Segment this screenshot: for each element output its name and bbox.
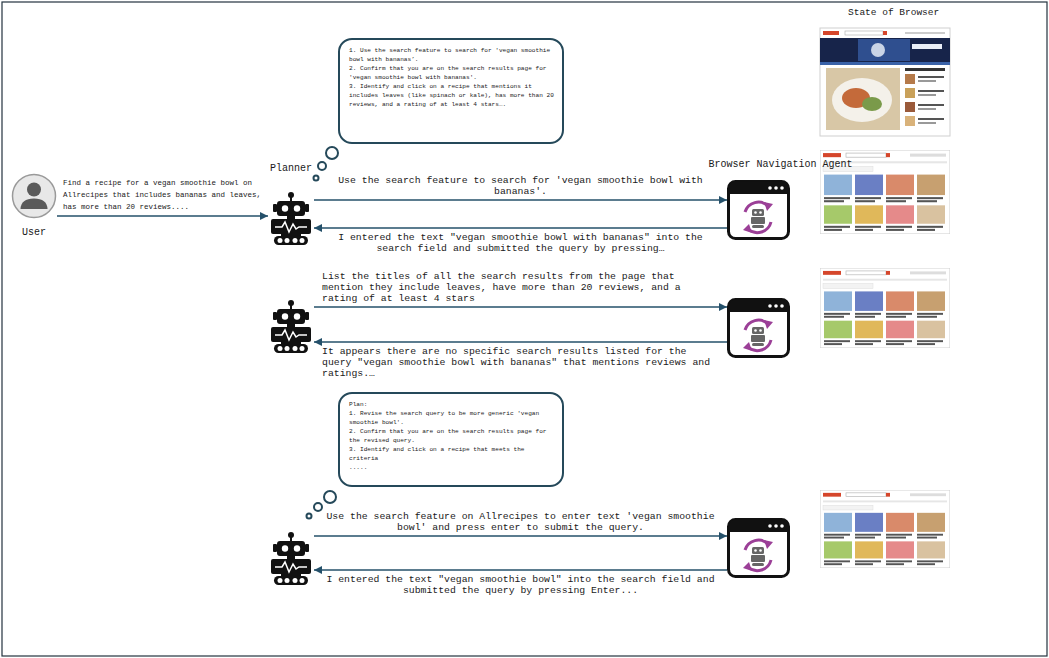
agent-symbol xyxy=(727,298,790,358)
message-arrow xyxy=(57,215,268,217)
plan-step: 1. Revise the search query to be more ge… xyxy=(349,409,555,427)
plan-step: ..... xyxy=(349,463,555,472)
robot-symbol xyxy=(268,299,314,353)
section-label: State of Browser xyxy=(848,7,939,19)
agent-icon: Browser Navigation Agent xyxy=(727,180,790,240)
agent-icon xyxy=(727,298,790,358)
message-label: Use the search feature to search for 've… xyxy=(322,175,719,197)
robot-icon xyxy=(268,299,314,353)
plan-step: 2. Confirm that you are on the search re… xyxy=(349,64,555,82)
message-label: List the titles of all the search result… xyxy=(322,271,719,304)
message-label: Use the search feature on Allrecipes to … xyxy=(322,511,719,533)
plan-step: Plan: xyxy=(349,400,555,409)
robot-icon: Planner xyxy=(268,191,314,245)
plan-step: 2. Confirm that you are on the search re… xyxy=(349,427,555,445)
agent-symbol xyxy=(727,180,790,240)
agent-icon xyxy=(727,518,790,578)
user-icon: User xyxy=(11,173,57,219)
plan-step: 1. Use the search feature to search for … xyxy=(349,46,555,64)
message-arrow xyxy=(314,306,727,308)
message-arrow xyxy=(314,535,727,537)
message-arrow xyxy=(314,341,727,343)
message-label: I entered the text "vegan smoothie bowl … xyxy=(322,232,719,254)
node-label: Planner xyxy=(270,163,312,175)
robot-symbol xyxy=(268,191,314,245)
message-arrow xyxy=(314,569,727,571)
message-label: I entered the text "vegan smoothie bowl"… xyxy=(322,574,719,596)
user-symbol xyxy=(11,173,57,219)
thought-bubble: 1. Use the search feature to search for … xyxy=(338,38,564,144)
thought-bubble: Plan:1. Revise the search query to be mo… xyxy=(338,392,564,487)
message-arrow xyxy=(314,227,727,229)
message-label: It appears there are no specific search … xyxy=(322,346,719,379)
message-arrow xyxy=(314,199,727,201)
plan-step: 3. Identify and click on a recipe that m… xyxy=(349,82,555,109)
node-label: User xyxy=(22,227,46,239)
message-label: Find a recipe for a vegan smoothie bowl … xyxy=(63,177,262,213)
robot-icon xyxy=(268,531,314,585)
agent-symbol xyxy=(727,518,790,578)
node-label: Browser Navigation Agent xyxy=(708,159,852,171)
robot-symbol xyxy=(268,531,314,585)
plan-step: 3. Identify and click on a recipe that m… xyxy=(349,445,555,463)
